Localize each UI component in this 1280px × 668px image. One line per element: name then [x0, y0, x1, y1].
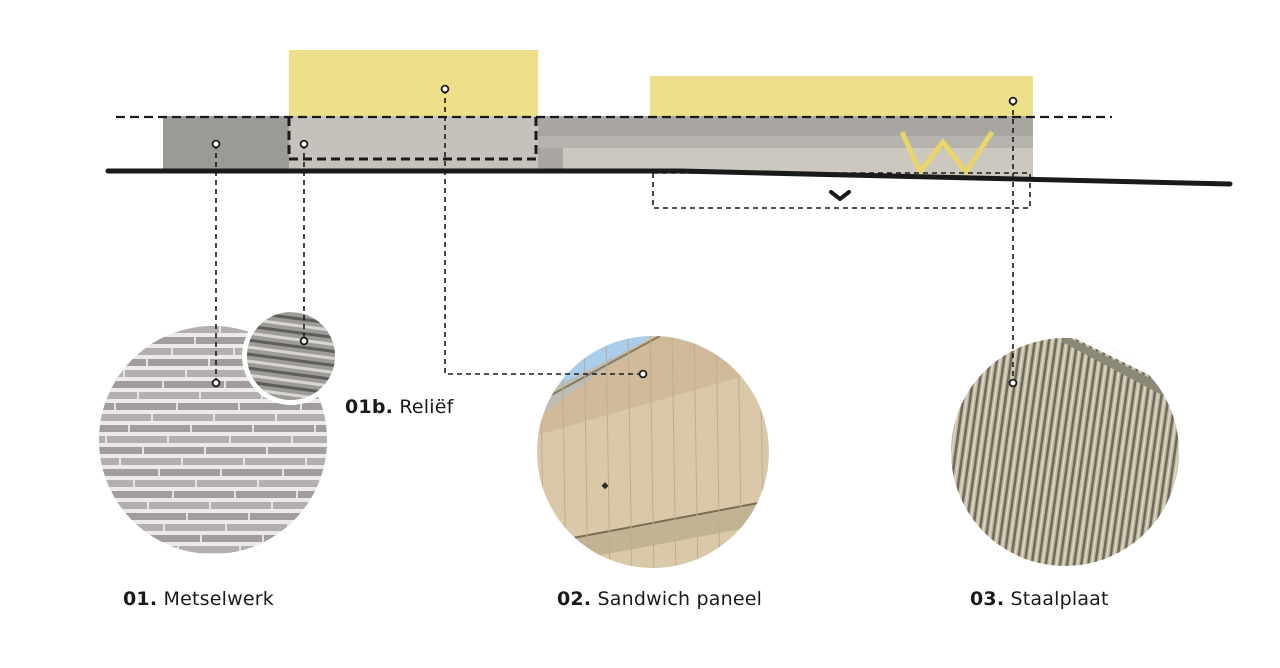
marker-metselwerk-bottom	[211, 378, 221, 388]
caption-sandwich: 02. Sandwich paneel	[557, 588, 762, 610]
caption-number: 03.	[970, 588, 1005, 610]
leader-lines	[215, 89, 1014, 383]
marker-sandwich-bottom	[638, 369, 648, 379]
marker-staalplaat-bottom	[1008, 378, 1018, 388]
chevron-down-icon	[829, 190, 851, 201]
marker-metselwerk-top	[211, 139, 221, 149]
caption-number: 01.	[123, 588, 158, 610]
caption-label: Sandwich paneel	[597, 588, 763, 610]
sandwich-panel-texture	[537, 336, 769, 568]
leader-line-sandwich	[444, 89, 643, 375]
yellow-volume-right	[650, 76, 1033, 116]
caption-staalplaat: 03. Staalplaat	[970, 588, 1109, 610]
caption-number: 02.	[557, 588, 592, 610]
caption-label: Reliëf	[399, 396, 454, 418]
steel-facade-band	[538, 136, 1033, 148]
elevation-section	[105, 50, 1233, 209]
marker-relief-bottom	[299, 336, 309, 346]
steel-facade-block	[538, 116, 1033, 136]
caption-metselwerk: 01. Metselwerk	[123, 588, 274, 610]
marker-staalplaat-top	[1008, 96, 1018, 106]
marker-sandwich-top	[440, 84, 450, 94]
w-logo-icon	[899, 130, 995, 177]
marker-relief-top	[299, 139, 309, 149]
relief-facade-block	[289, 116, 538, 169]
corrugated-steel-texture	[951, 338, 1179, 566]
caption-label: Staalplaat	[1010, 588, 1109, 610]
caption-relief: 01b. Reliëf	[345, 396, 454, 418]
steel-facade-lower	[538, 148, 563, 169]
brick-facade-block	[163, 116, 289, 169]
caption-label: Metselwerk	[163, 588, 274, 610]
relief-brick-texture	[242, 307, 340, 405]
caption-number: 01b.	[345, 396, 394, 418]
yellow-volume-left	[289, 50, 538, 116]
leader-endpoints	[211, 84, 1018, 388]
relief-outline-dashed	[287, 117, 538, 161]
ground-line	[105, 168, 1233, 187]
